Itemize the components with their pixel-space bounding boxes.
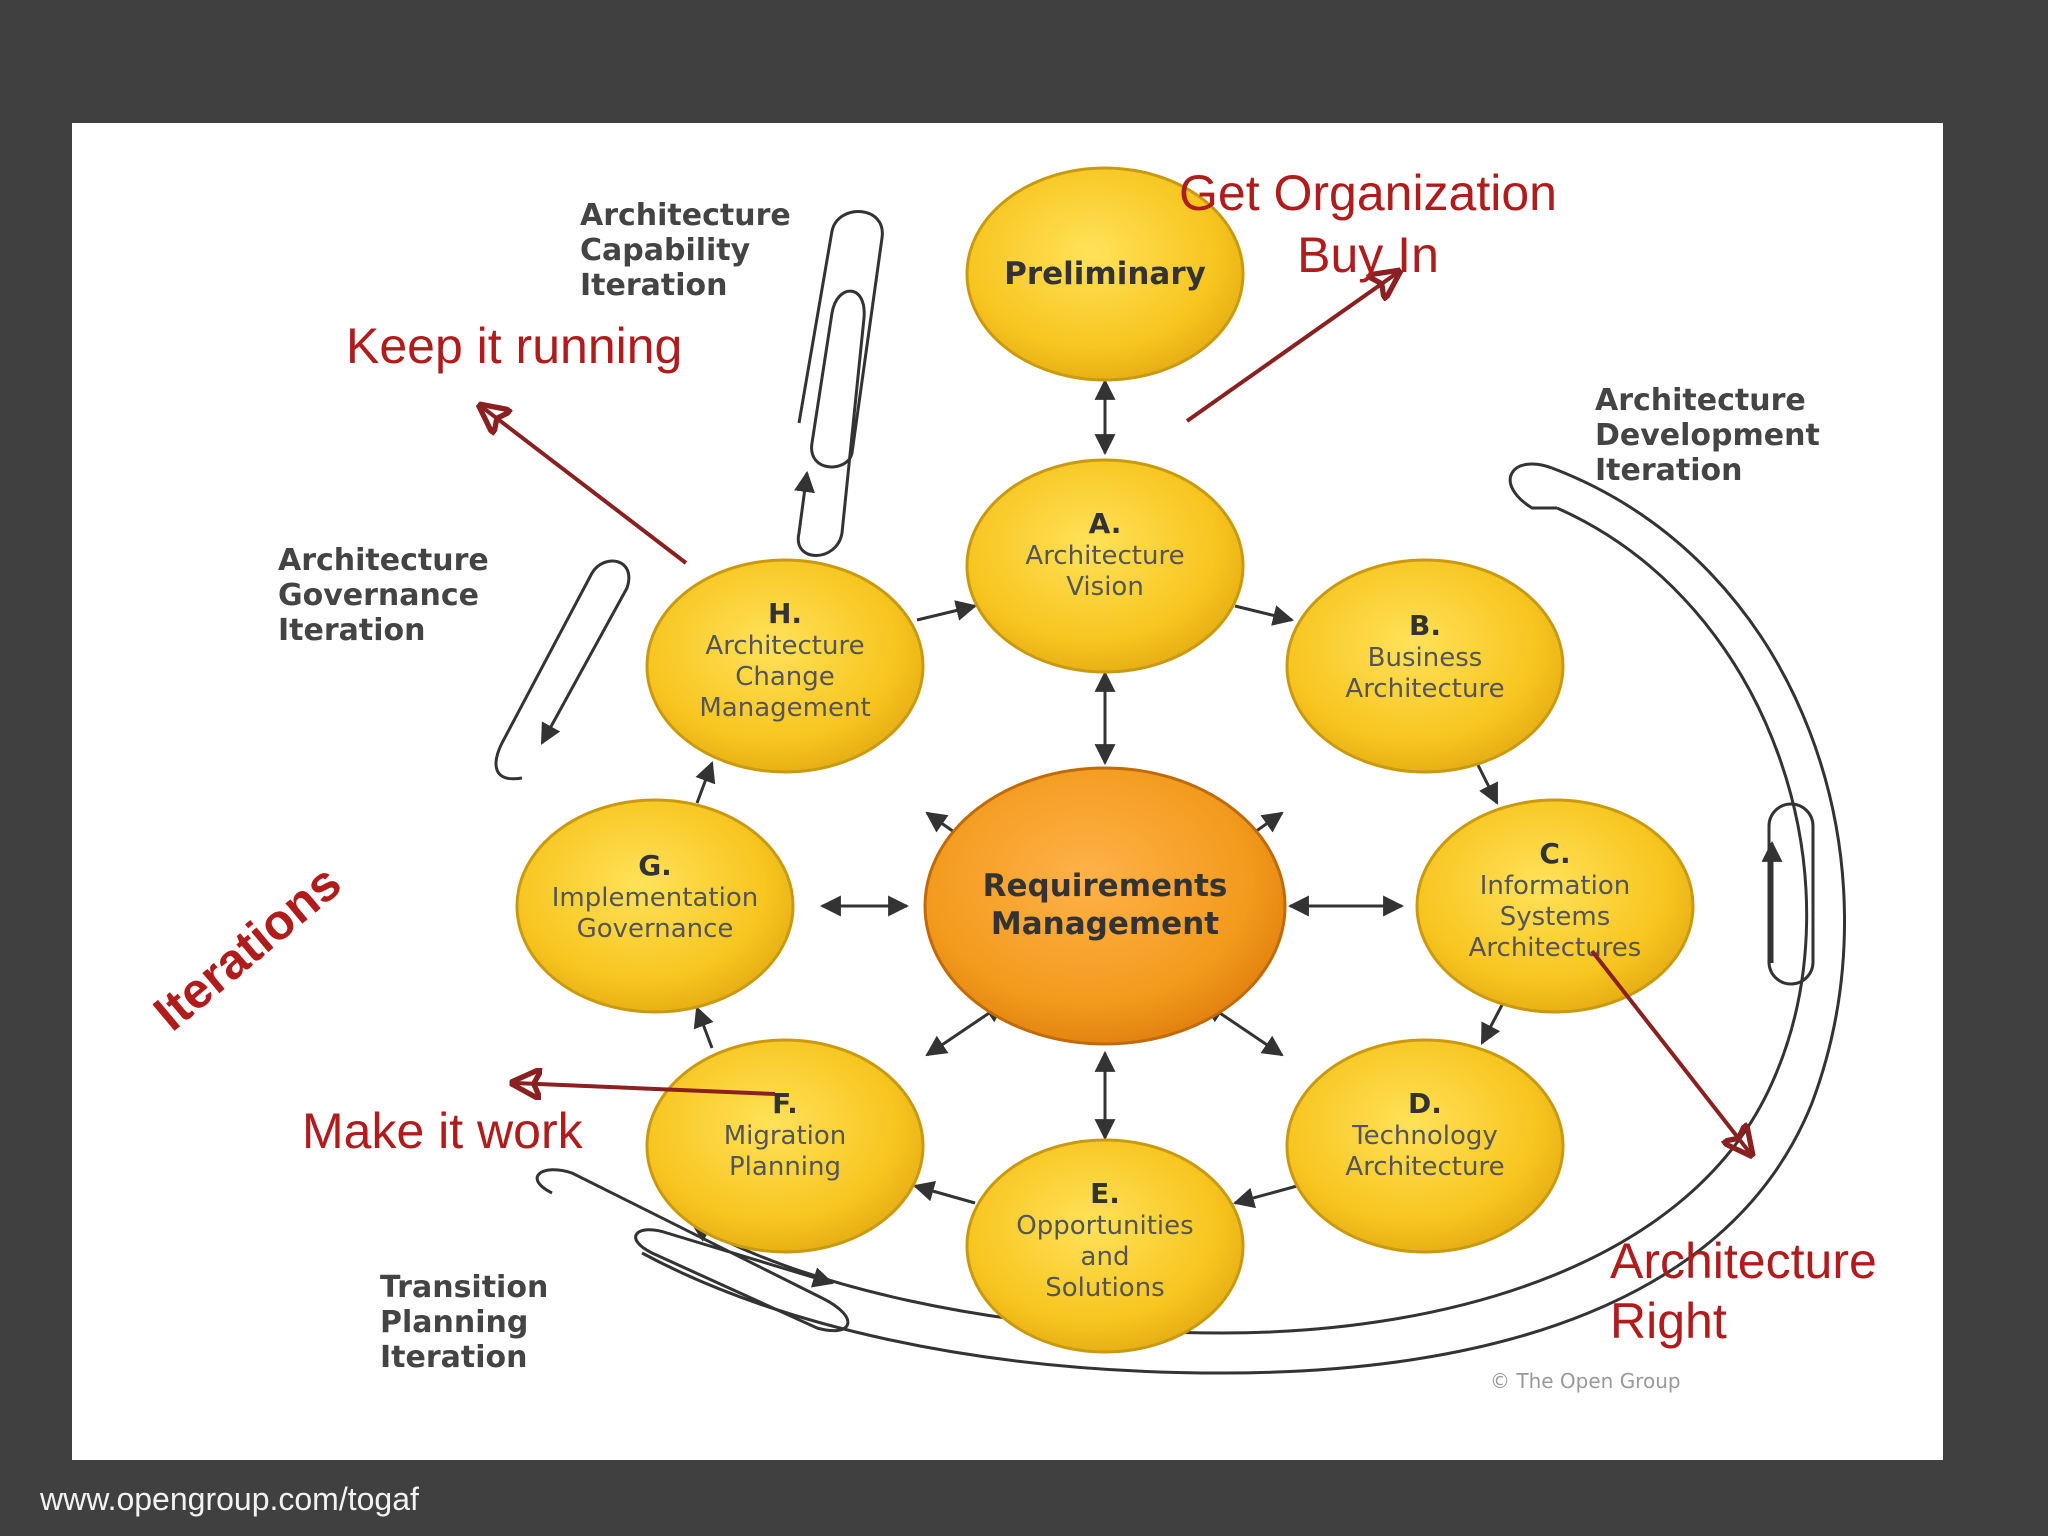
- requirements-management: Requirements Management: [923, 766, 1287, 1046]
- annotation-buy-in-line-2: Buy In: [1297, 227, 1439, 283]
- transition-iteration-line-3: Iteration: [380, 1340, 527, 1375]
- phase-e-line-3: Solutions: [1045, 1273, 1164, 1303]
- togaf-adm-diagram: Preliminary A. Architecture Vision B. Bu…: [143, 165, 1877, 1393]
- phase-b-line-2: Architecture: [1345, 674, 1504, 704]
- annotation-architecture-right-line-1: Architecture: [1610, 1233, 1877, 1289]
- governance-iteration-line-1: Architecture: [278, 543, 489, 578]
- buy-in-arrow: [1185, 273, 1397, 423]
- phase-g-line-2: Governance: [577, 914, 734, 944]
- make-work-arrow: [515, 1083, 776, 1094]
- footer-url: www.opengroup.com/togaf: [40, 1481, 419, 1517]
- requirements-management-line-2: Management: [991, 906, 1219, 942]
- governance-iteration-label: Architecture Governance Iteration: [278, 543, 489, 648]
- phase-a-line-1: Architecture: [1025, 541, 1184, 571]
- phase-g: G. Implementation Governance: [515, 798, 795, 1014]
- phase-e-line-1: Opportunities: [1016, 1211, 1193, 1241]
- development-iteration-label: Architecture Development Iteration: [1595, 383, 1820, 488]
- annotation-iterations: Iterations: [143, 854, 351, 1042]
- governance-iteration-line-3: Iteration: [278, 613, 425, 648]
- phase-d-line-1: Technology: [1351, 1121, 1498, 1151]
- phase-c-line-1: Information: [1480, 871, 1631, 901]
- governance-iteration-loop: [494, 559, 631, 781]
- transition-iteration-line-1: Transition: [380, 1270, 548, 1305]
- copyright-notice: © The Open Group: [1490, 1369, 1681, 1393]
- development-iteration-arc-inner: [690, 506, 1809, 1335]
- phase-f-letter: F.: [772, 1087, 798, 1120]
- development-iteration-loop-top: [1508, 462, 1557, 510]
- phase-f-line-1: Migration: [724, 1121, 847, 1151]
- phase-b: B. Business Architecture: [1285, 558, 1565, 774]
- capability-iteration-line-2: Capability: [580, 233, 751, 268]
- phase-d-line-2: Architecture: [1345, 1152, 1504, 1182]
- transition-iteration-loop: [535, 1168, 850, 1333]
- phase-h: H. Architecture Change Management: [645, 558, 925, 774]
- phase-h-line-3: Management: [699, 693, 870, 723]
- phase-c-letter: C.: [1539, 837, 1570, 870]
- phase-c-line-2: Systems: [1500, 902, 1611, 932]
- capability-iteration-line-3: Iteration: [580, 268, 727, 303]
- development-iteration-line-2: Development: [1595, 418, 1820, 453]
- phase-f: F. Migration Planning: [645, 1038, 925, 1254]
- phase-d-letter: D.: [1408, 1087, 1442, 1120]
- phase-b-letter: B.: [1409, 609, 1441, 642]
- phase-d: D. Technology Architecture: [1285, 1038, 1565, 1254]
- development-iteration-line-1: Architecture: [1595, 383, 1806, 418]
- phase-a-letter: A.: [1089, 507, 1122, 540]
- development-iteration-line-3: Iteration: [1595, 453, 1742, 488]
- phase-preliminary: Preliminary: [965, 166, 1245, 382]
- annotation-architecture-right-line-2: Right: [1610, 1293, 1727, 1349]
- phase-f-line-2: Planning: [729, 1152, 841, 1182]
- annotation-make-work: Make it work: [302, 1103, 584, 1159]
- phase-c: C. Information Systems Architectures: [1415, 798, 1695, 1014]
- annotation-keep-running: Keep it running: [346, 318, 682, 374]
- architecture-right-arrow: [1590, 949, 1750, 1153]
- phase-e-letter: E.: [1090, 1177, 1120, 1210]
- phase-g-line-1: Implementation: [552, 883, 758, 913]
- phase-a-line-2: Vision: [1066, 572, 1144, 602]
- phase-b-line-1: Business: [1368, 643, 1483, 673]
- phase-g-letter: G.: [638, 849, 672, 882]
- phase-c-line-3: Architectures: [1469, 933, 1642, 963]
- requirements-management-line-1: Requirements: [983, 868, 1228, 904]
- capability-iteration-line-1: Architecture: [580, 198, 791, 233]
- annotation-arrows: [482, 273, 1750, 1153]
- phase-h-line-1: Architecture: [705, 631, 864, 661]
- phase-h-letter: H.: [768, 597, 802, 630]
- keep-running-arrow: [482, 407, 688, 565]
- phase-a: A. Architecture Vision: [965, 458, 1245, 674]
- transition-iteration-label: Transition Planning Iteration: [380, 1270, 548, 1375]
- phase-connectors: [693, 378, 1504, 1209]
- governance-iteration-line-2: Governance: [278, 578, 479, 613]
- capability-iteration-label: Architecture Capability Iteration: [580, 198, 791, 303]
- phase-h-line-2: Change: [735, 662, 835, 692]
- development-side-loop: [1767, 802, 1815, 986]
- phase-preliminary-label: Preliminary: [1004, 256, 1206, 292]
- diagram-slide: Preliminary A. Architecture Vision B. Bu…: [72, 123, 1943, 1460]
- phase-e-line-2: and: [1081, 1242, 1130, 1272]
- transition-iteration-line-2: Planning: [380, 1305, 528, 1340]
- capability-iteration-loop: [794, 210, 884, 557]
- annotation-buy-in-line-1: Get Organization: [1179, 165, 1557, 221]
- development-iteration-arc: [641, 466, 1847, 1375]
- phase-e: E. Opportunities and Solutions: [965, 1138, 1245, 1354]
